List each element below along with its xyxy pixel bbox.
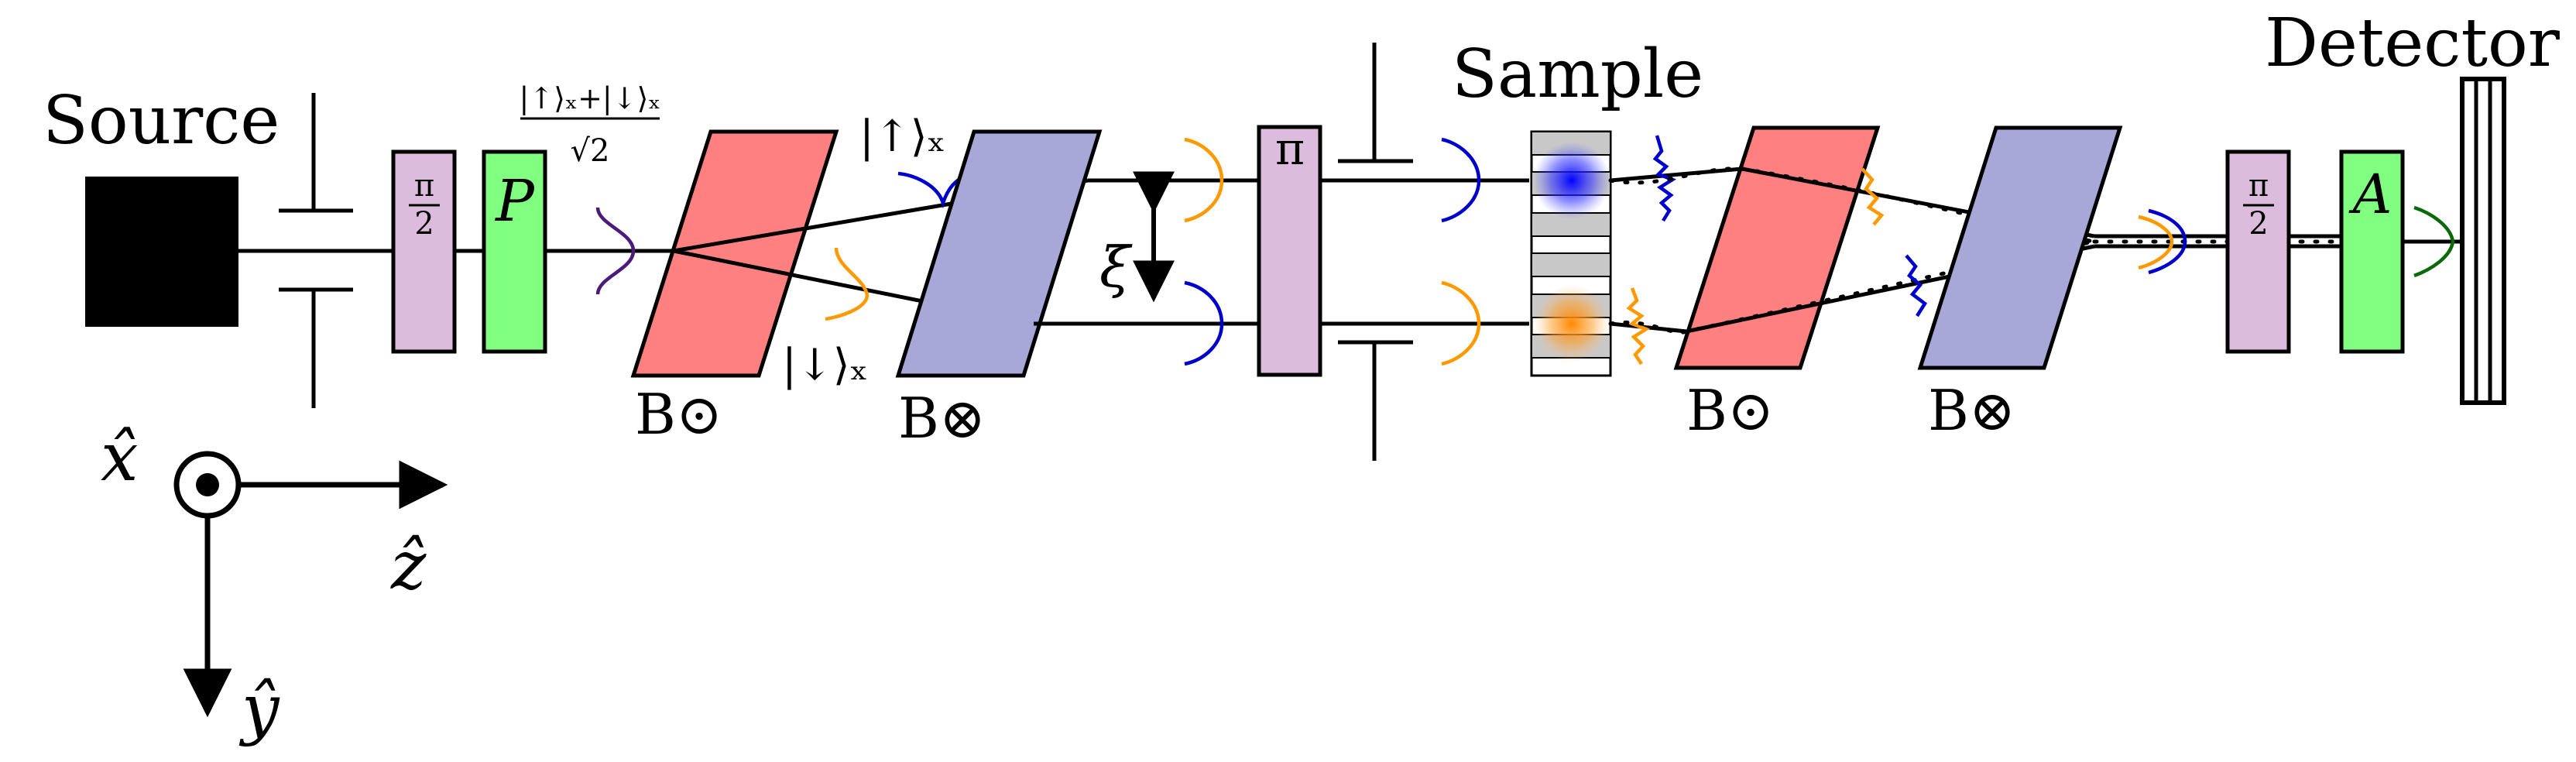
superposition-numerator: |↑⟩ₓ+|↓⟩ₓ	[520, 81, 661, 115]
axis-triad: x̂ ẑ ŷ	[101, 419, 448, 748]
sample-grating	[1530, 130, 1612, 377]
wave-packet-up-2	[1184, 137, 1224, 223]
half-pi-den-2: 2	[2248, 206, 2268, 242]
state-up-label: |↑⟩ₓ	[859, 112, 945, 162]
half-pi-flipper-1: π 2	[391, 149, 457, 354]
detector	[2460, 77, 2506, 405]
half-pi-flipper-2: π 2	[2225, 149, 2291, 354]
separation-label: ξ	[1099, 235, 1133, 300]
source-block	[85, 177, 238, 327]
axis-x-label: x̂	[101, 419, 139, 496]
detector-label: Detector	[2265, 5, 2561, 82]
slit-1	[279, 93, 353, 408]
scattering-spot-down	[1533, 285, 1610, 362]
prism-3-b-out	[1673, 125, 1881, 370]
prism-4-b-in	[1917, 125, 2123, 370]
scattering-spot-up	[1533, 142, 1610, 219]
half-pi-den-1: 2	[414, 206, 434, 242]
prism-1-label: B⊙	[635, 382, 722, 447]
polarizer-label: P	[494, 168, 535, 235]
pi-label: π	[1275, 122, 1305, 175]
prism-1-b-out	[630, 129, 839, 378]
sample-label: Sample	[1452, 36, 1703, 113]
wave-packet-up-3	[1441, 137, 1481, 223]
prism-2-b-in	[895, 129, 1103, 378]
beam-down-to-prism3	[1610, 321, 1687, 334]
prism-3-label: B⊙	[1686, 378, 1774, 443]
wave-packet-final	[2413, 205, 2455, 278]
wave-packet-down-4	[1905, 254, 1928, 318]
wave-scattered-down	[1626, 287, 1650, 366]
state-down-label: |↓⟩ₓ	[782, 340, 868, 390]
polarizer: P	[482, 149, 547, 354]
superposition-denominator: √2	[571, 133, 610, 169]
half-pi-num-2: π	[2248, 168, 2269, 204]
source-label: Source	[43, 82, 280, 160]
wave-packet-recombined-down	[2138, 215, 2174, 270]
wave-packet-recombined-up	[2148, 208, 2187, 275]
prism-4-label: B⊗	[1928, 378, 2015, 443]
dotted-path-up	[1608, 166, 2097, 244]
prism-2-label: B⊗	[898, 386, 986, 451]
wave-packet-down-3	[1441, 280, 1481, 366]
analyzer-label: A	[2348, 163, 2392, 226]
half-pi-num-1: π	[414, 168, 434, 204]
wave-packet-initial	[595, 207, 636, 295]
axis-y-label: ŷ	[238, 671, 280, 748]
wave-packet-down-2	[1184, 280, 1224, 366]
wave-packet-down-1	[825, 247, 870, 321]
pi-flipper: π	[1257, 122, 1322, 377]
superposition-label: |↑⟩ₓ+|↓⟩ₓ √2	[520, 81, 661, 169]
wave-packet-up-4	[1861, 167, 1885, 226]
slit-2	[1338, 43, 1413, 461]
analyzer: A	[2339, 149, 2405, 354]
axis-z-label: ẑ	[390, 527, 427, 605]
beam-up-to-prism3	[1610, 166, 1743, 183]
